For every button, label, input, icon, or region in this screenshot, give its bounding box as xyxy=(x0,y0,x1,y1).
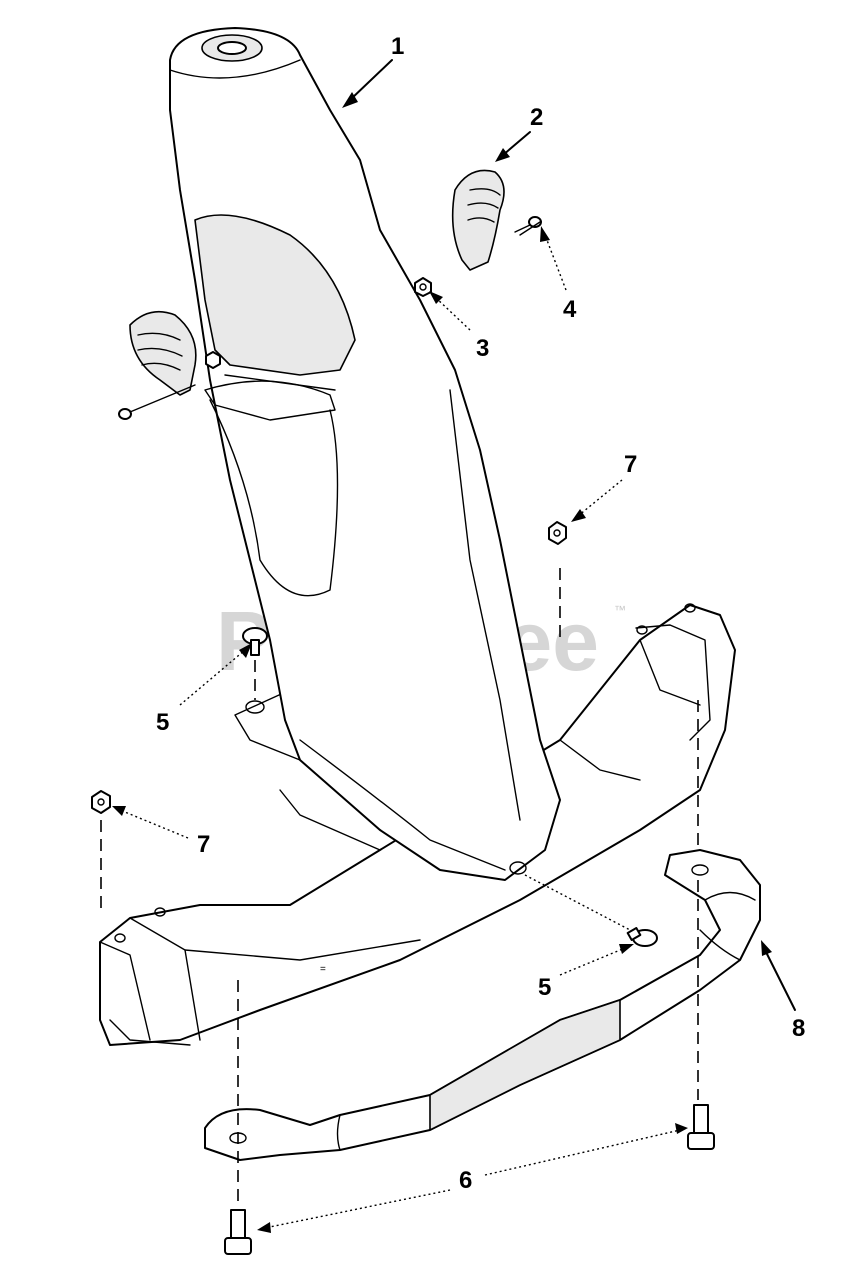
bolt-5-lower xyxy=(626,927,658,947)
bolt-5-upper xyxy=(242,627,268,656)
callout-labels: 1 2 3 4 5 5 6 7 7 8 xyxy=(156,33,805,1194)
skid-bar xyxy=(204,849,761,1161)
svg-text:=: = xyxy=(320,964,326,975)
callout-1: 1 xyxy=(391,33,404,60)
screw-left xyxy=(118,384,196,420)
callout-2: 2 xyxy=(530,104,543,131)
chute-body xyxy=(169,27,561,881)
lock-nut-7-left xyxy=(91,790,111,814)
callout-7-right: 7 xyxy=(624,451,637,478)
callout-4: 4 xyxy=(563,296,577,323)
leader-lines xyxy=(112,59,796,1233)
callout-7-left: 7 xyxy=(197,831,210,858)
assembly-lines xyxy=(100,568,699,1205)
callout-3: 3 xyxy=(476,335,489,362)
bolt-6-right xyxy=(687,1104,715,1150)
callout-5-upper: 5 xyxy=(156,709,169,736)
callout-5-lower: 5 xyxy=(538,974,551,1001)
deflector-handle-left xyxy=(129,310,197,396)
bolt-6-left xyxy=(224,1209,252,1255)
hex-nut-left xyxy=(205,351,221,369)
callout-6: 6 xyxy=(459,1167,472,1194)
callout-8: 8 xyxy=(792,1015,805,1042)
lock-nut-7-right xyxy=(548,521,567,545)
watermark-trademark: ™ xyxy=(614,603,626,617)
hex-nut-3 xyxy=(414,277,432,297)
deflector-handle-right xyxy=(451,169,505,271)
screw-4 xyxy=(514,216,542,236)
